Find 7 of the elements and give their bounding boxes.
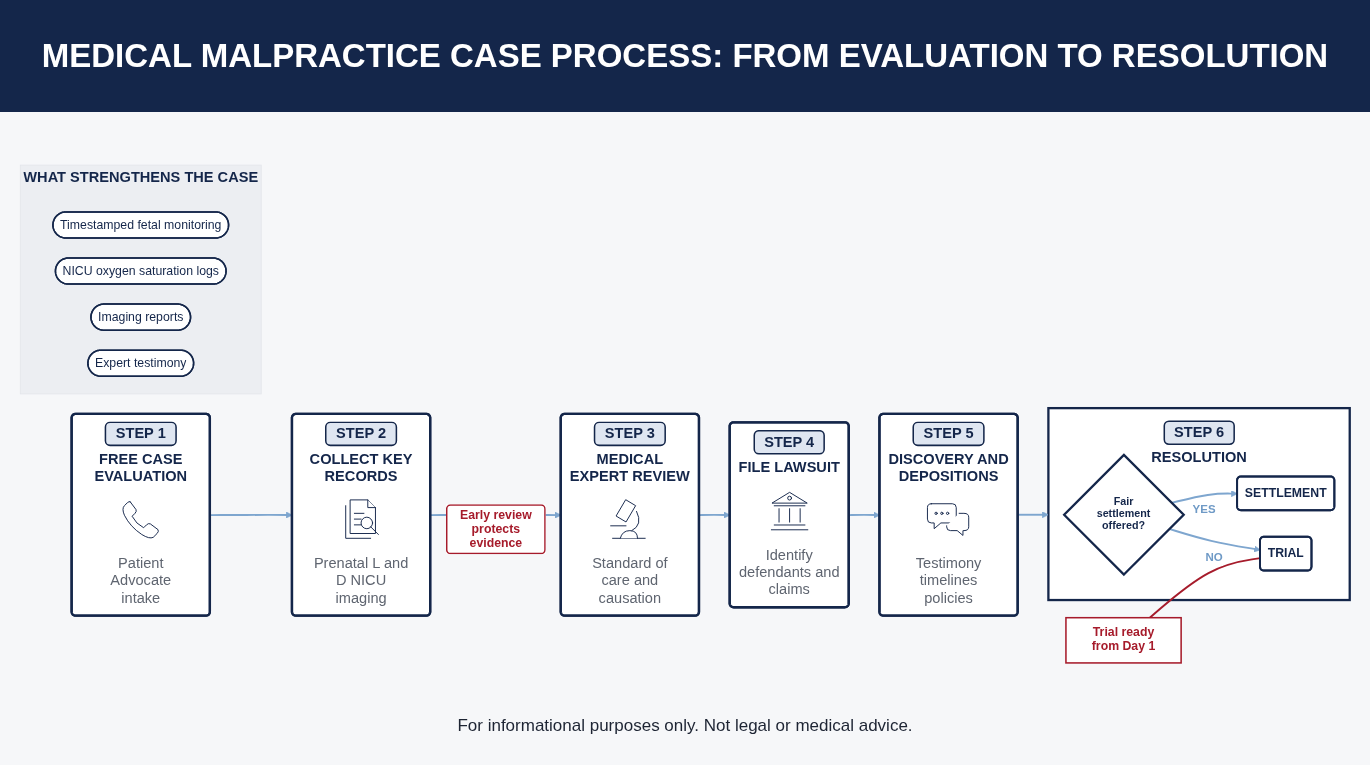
edge-label: YES [1192,502,1216,516]
node-box: Trial ready from Day 1 [1065,616,1182,664]
arrow [1170,490,1238,504]
edge-label: NO [1205,549,1223,563]
caption: For informational purposes only. Not legal or medical advice. [456,716,914,736]
title: MEDICAL MALPRACTICE CASE PROCESS: FROM EVALUATION TO RESOLUTION [0,0,1370,112]
edge-label: Early review protects evidence [459,508,532,550]
